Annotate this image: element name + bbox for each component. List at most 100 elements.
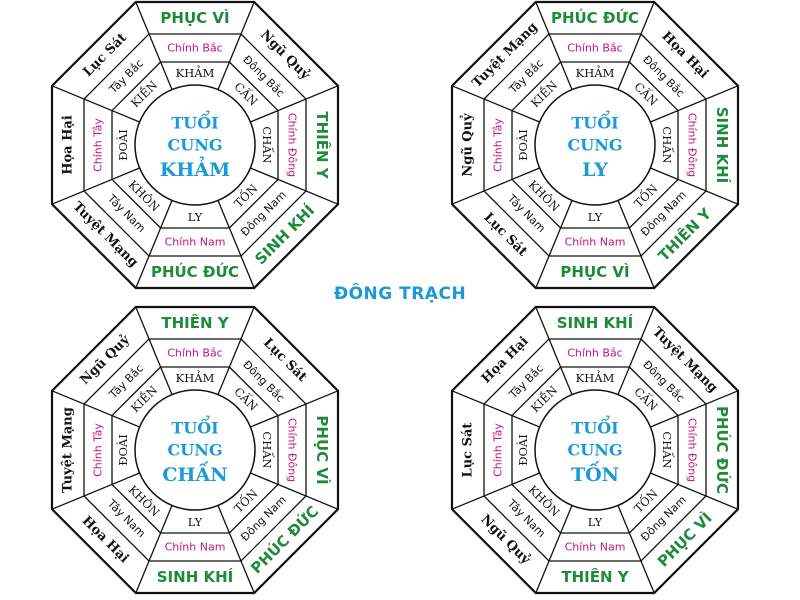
- sector-divider: [617, 1, 655, 90]
- center-label: CUNG: [168, 136, 223, 155]
- direction-label: Chính Bắc: [167, 42, 222, 55]
- trigram-label: CHẤN: [260, 431, 275, 468]
- sector-divider: [135, 200, 173, 289]
- center-label: CUNG: [568, 136, 623, 155]
- trigram-label: LY: [188, 515, 203, 529]
- outer-label: PHÚC ĐỨC: [551, 8, 639, 27]
- trigram-label: KHẢM: [576, 65, 615, 80]
- direction-label: Chính Nam: [565, 236, 626, 249]
- sector-divider: [250, 390, 339, 428]
- outer-label: SINH KHÍ: [157, 567, 234, 586]
- trigram-label: KHẢM: [176, 370, 215, 385]
- center-label: KHẢM: [160, 155, 230, 181]
- direction-label: Chính Đông: [286, 113, 299, 177]
- center-label: CUNG: [168, 441, 223, 460]
- center-label: LY: [582, 159, 608, 181]
- center-label: TUỔI: [571, 110, 618, 133]
- outer-label: PHÚC ĐỨC: [713, 406, 732, 494]
- center-label: CHẤN: [162, 461, 227, 486]
- sector-divider: [617, 200, 655, 289]
- sector-divider: [250, 472, 339, 510]
- outer-label: THIÊN Y: [561, 567, 629, 586]
- direction-label: Chính Nam: [165, 541, 226, 554]
- sector-divider: [135, 306, 173, 395]
- sector-divider: [217, 1, 255, 90]
- center-circle: [134, 84, 256, 206]
- trigram-label: CHẤN: [660, 126, 675, 163]
- outer-label: Ngũ Quỷ: [461, 113, 476, 177]
- outer-label: THIÊN Y: [313, 111, 332, 179]
- direction-label: Chính Tây: [92, 423, 105, 477]
- direction-label: Chính Tây: [492, 118, 505, 172]
- sector-divider: [135, 1, 173, 90]
- direction-label: Chính Bắc: [567, 347, 622, 360]
- sector-divider: [451, 85, 540, 123]
- center-label: TỐN: [571, 461, 619, 486]
- direction-label: Chính Đông: [686, 418, 699, 482]
- direction-label: Chính Đông: [686, 113, 699, 177]
- center-circle: [534, 84, 656, 206]
- direction-label: Chính Bắc: [167, 347, 222, 360]
- sector-divider: [617, 306, 655, 395]
- sector-divider: [451, 167, 540, 205]
- direction-label: Chính Tây: [92, 118, 105, 172]
- outer-label: Lục Sát: [461, 423, 476, 478]
- center-label: TUỔI: [171, 110, 218, 133]
- outer-label: PHỤC VÌ: [560, 262, 629, 281]
- trigram-label: LY: [188, 210, 203, 224]
- direction-label: Chính Đông: [286, 418, 299, 482]
- sector-divider: [51, 85, 140, 123]
- direction-label: Chính Nam: [165, 236, 226, 249]
- outer-label: SINH KHÍ: [557, 313, 634, 332]
- outer-label: PHỤC VÌ: [160, 8, 229, 27]
- sector-divider: [650, 390, 739, 428]
- trigram-label: LY: [588, 515, 603, 529]
- sector-divider: [650, 472, 739, 510]
- outer-label: SINH KHÍ: [713, 107, 732, 184]
- trigram-label: ĐOÀI: [116, 434, 130, 466]
- sector-divider: [217, 505, 255, 594]
- trigram-label: CHẤN: [660, 431, 675, 468]
- direction-label: Chính Nam: [565, 541, 626, 554]
- sector-divider: [217, 306, 255, 395]
- sector-divider: [135, 505, 173, 594]
- outer-label: Họa Hại: [61, 115, 76, 175]
- trigram-label: KHẢM: [576, 370, 615, 385]
- center-label: CUNG: [568, 441, 623, 460]
- trigram-label: ĐOÀI: [516, 434, 530, 466]
- trigram-label: CHẤN: [260, 126, 275, 163]
- center-circle: [534, 389, 656, 511]
- outer-label: PHÚC ĐỨC: [151, 262, 239, 281]
- center-circle: [134, 389, 256, 511]
- sector-divider: [535, 1, 573, 90]
- sector-divider: [217, 200, 255, 289]
- sector-divider: [250, 85, 339, 123]
- sector-divider: [250, 167, 339, 205]
- trigram-label: ĐOÀI: [516, 129, 530, 161]
- sector-divider: [535, 505, 573, 594]
- outer-label: Tuyệt Mạng: [61, 407, 76, 493]
- trigram-label: LY: [588, 210, 603, 224]
- sector-divider: [535, 200, 573, 289]
- sector-divider: [451, 390, 540, 428]
- direction-label: Chính Tây: [492, 423, 505, 477]
- sector-divider: [51, 167, 140, 205]
- sector-divider: [51, 390, 140, 428]
- sector-divider: [535, 306, 573, 395]
- outer-label: THIÊN Y: [161, 313, 229, 332]
- sector-divider: [451, 472, 540, 510]
- page-title: ĐÔNG TRẠCH: [333, 284, 467, 304]
- sector-divider: [650, 167, 739, 205]
- direction-label: Chính Bắc: [567, 42, 622, 55]
- center-label: TUỔI: [571, 415, 618, 438]
- trigram-label: KHẢM: [176, 65, 215, 80]
- sector-divider: [650, 85, 739, 123]
- outer-label: PHỤC VÌ: [313, 415, 332, 484]
- sector-divider: [617, 505, 655, 594]
